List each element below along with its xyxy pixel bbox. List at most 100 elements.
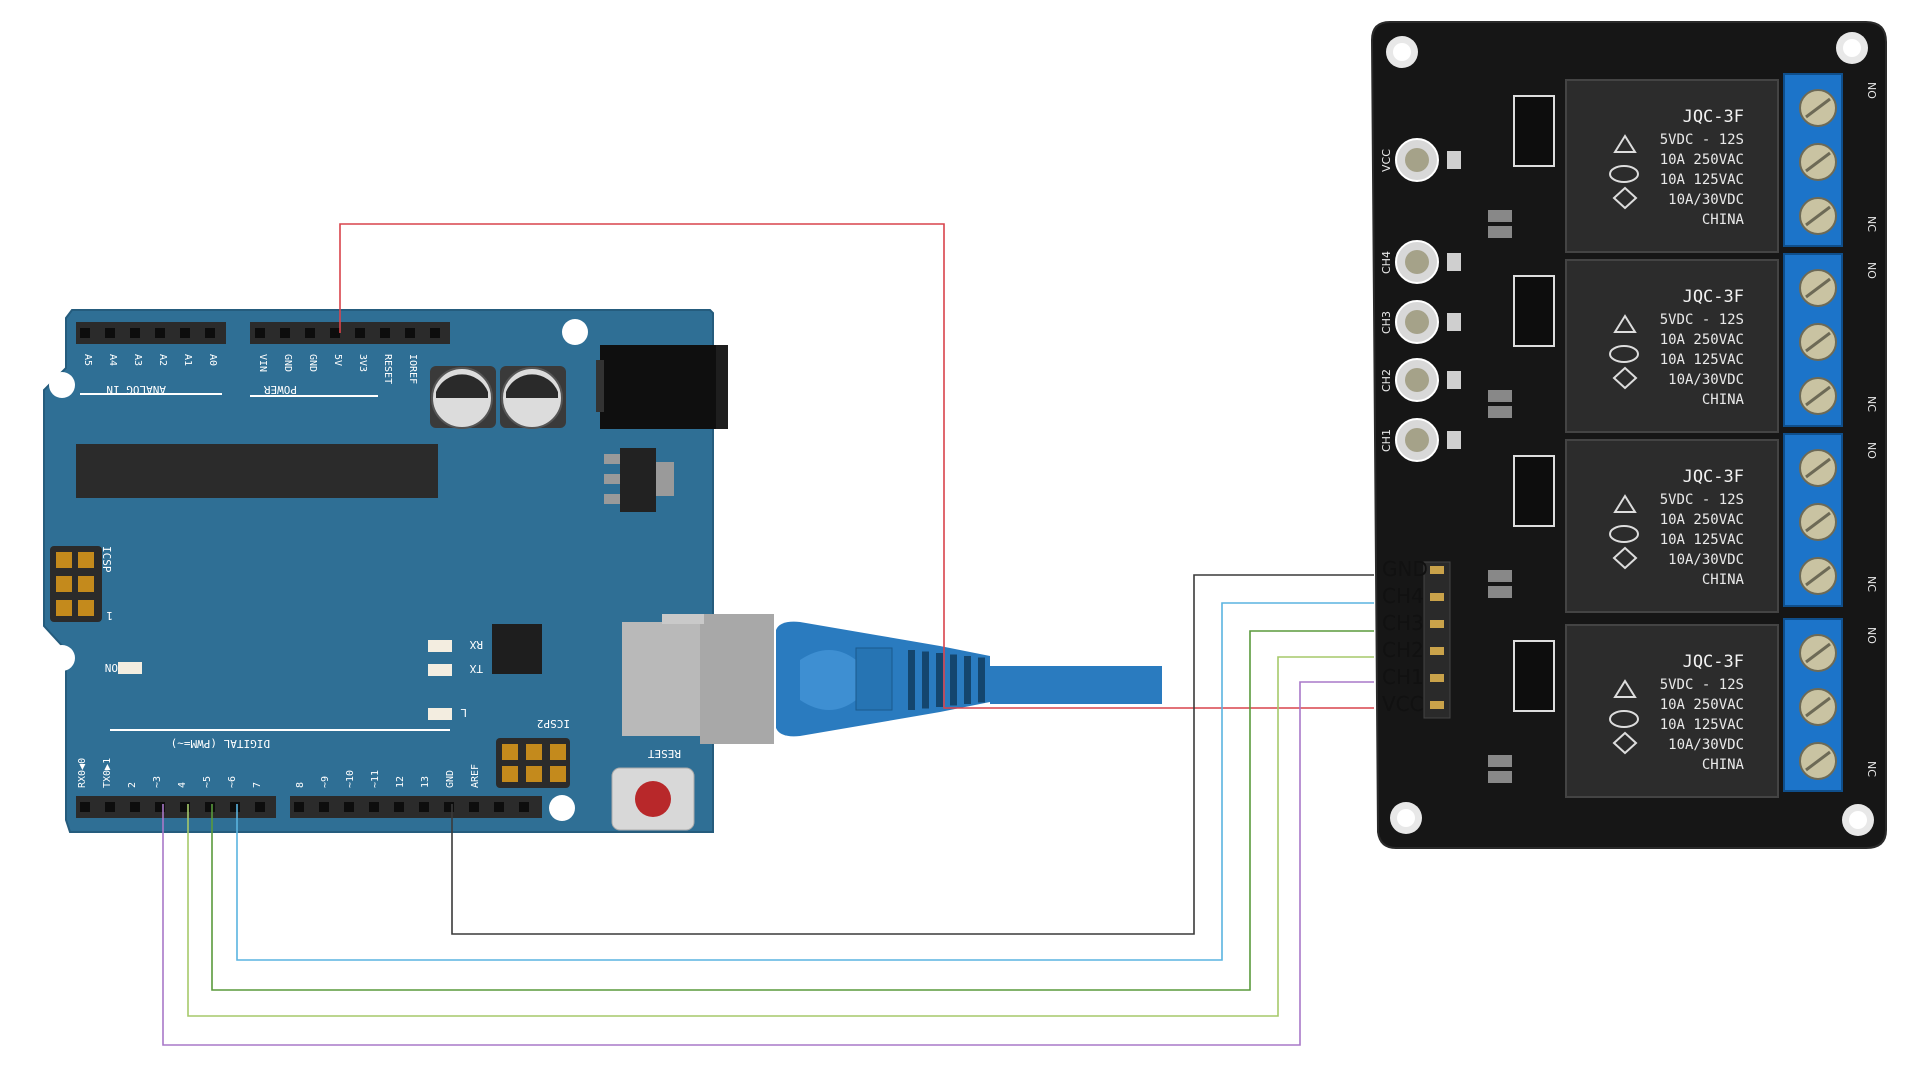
terminal-label: NC bbox=[1865, 216, 1878, 232]
header-pin bbox=[155, 802, 165, 812]
relay-spec: CHINA bbox=[1702, 572, 1745, 588]
diode bbox=[1513, 95, 1555, 167]
header-pin bbox=[469, 802, 479, 812]
relay-spec: 10A 250VAC bbox=[1660, 332, 1744, 348]
tx-led bbox=[428, 664, 452, 676]
relay-spec: 10A 125VAC bbox=[1660, 532, 1744, 548]
header-pin bbox=[280, 328, 290, 338]
led-label: VCC bbox=[1380, 149, 1393, 172]
resistor bbox=[1488, 226, 1512, 238]
relay-spec: 5VDC - 12S bbox=[1660, 312, 1744, 328]
pin-label: A4 bbox=[107, 354, 118, 366]
icsp-label: ICSP bbox=[100, 546, 113, 573]
header-pin bbox=[380, 328, 390, 338]
cert-icon bbox=[1612, 546, 1638, 570]
relay-spec: CHINA bbox=[1702, 212, 1745, 228]
pin-label: VIN bbox=[257, 354, 268, 372]
relay-spec: CHINA bbox=[1702, 392, 1745, 408]
relay-spec: 10A/30VDC bbox=[1668, 737, 1744, 753]
header-pin bbox=[344, 802, 354, 812]
cert-icon bbox=[1609, 345, 1639, 363]
resistor bbox=[1488, 586, 1512, 598]
terminal-label: NC bbox=[1865, 576, 1878, 592]
header-pin bbox=[430, 328, 440, 338]
resistor bbox=[1488, 771, 1512, 783]
header-pin bbox=[419, 802, 429, 812]
l-label: L bbox=[460, 706, 467, 719]
header-pin bbox=[294, 802, 304, 812]
pin-label: A5 bbox=[82, 354, 93, 366]
relay-brand: JQC-3F bbox=[1683, 107, 1744, 127]
resistor bbox=[1488, 390, 1512, 402]
relay-spec: 10A 125VAC bbox=[1660, 172, 1744, 188]
pin-label: 8 bbox=[295, 782, 306, 788]
usb-cable bbox=[622, 614, 1162, 744]
tx-label: TX bbox=[469, 662, 483, 675]
digital-header-left bbox=[76, 796, 276, 818]
cert-icon bbox=[1609, 525, 1639, 543]
terminal-label: NO bbox=[1865, 82, 1878, 99]
header-pin bbox=[205, 328, 215, 338]
header-pin-label: CH3 bbox=[1382, 611, 1424, 635]
warning-icon bbox=[1613, 679, 1637, 698]
relay-spec: 5VDC - 12S bbox=[1660, 677, 1744, 693]
diode bbox=[1513, 640, 1555, 712]
pin-label: 7 bbox=[252, 782, 263, 788]
wire bbox=[451, 574, 1374, 935]
icsp-header bbox=[50, 546, 102, 622]
pin-label: A2 bbox=[157, 354, 168, 366]
pin-label: AREF bbox=[470, 764, 481, 788]
mounting-hole bbox=[562, 319, 588, 345]
diode bbox=[1513, 455, 1555, 527]
pin-label: 4 bbox=[177, 782, 188, 788]
terminal-label: NO bbox=[1865, 627, 1878, 644]
header-pin-label: CH4 bbox=[1382, 584, 1424, 608]
terminal-label: NO bbox=[1865, 442, 1878, 459]
pin-label: TX0▶1 bbox=[102, 758, 113, 788]
diode bbox=[1513, 275, 1555, 347]
header-pin bbox=[319, 802, 329, 812]
arduino-pcb bbox=[43, 309, 714, 833]
wire bbox=[187, 656, 1374, 1017]
cert-icon bbox=[1609, 710, 1639, 728]
led-label: CH1 bbox=[1380, 429, 1393, 452]
relay-module: JQC-3F 5VDC - 12S 10A 250VAC 10A 125VAC 10A/… bbox=[1370, 21, 1887, 849]
pin-label: 12 bbox=[395, 776, 406, 788]
relay-spec: 10A 250VAC bbox=[1660, 697, 1744, 713]
pin-label: 3V3 bbox=[357, 354, 368, 372]
cert-icon bbox=[1612, 186, 1638, 210]
header-pin bbox=[180, 328, 190, 338]
header-pin bbox=[494, 802, 504, 812]
capacitor bbox=[430, 366, 496, 429]
header-pin bbox=[180, 802, 190, 812]
screw-terminal bbox=[1783, 433, 1843, 607]
mounting-hole bbox=[549, 795, 575, 821]
resistor bbox=[1488, 755, 1512, 767]
led-resistor bbox=[1447, 313, 1461, 331]
pin-label: ~11 bbox=[370, 770, 381, 788]
header-pin bbox=[444, 802, 454, 812]
analog-in-title: ANALOG IN bbox=[106, 383, 166, 396]
header-pin bbox=[155, 328, 165, 338]
reset-label: RESET bbox=[648, 747, 681, 760]
pin-label: ~6 bbox=[227, 776, 238, 788]
relay-spec: 10A/30VDC bbox=[1668, 192, 1744, 208]
led-resistor bbox=[1447, 431, 1461, 449]
power-title: POWER bbox=[264, 383, 297, 396]
pin-label: 2 bbox=[127, 782, 138, 788]
on-label: ON bbox=[105, 661, 118, 674]
relay-spec: 10A 250VAC bbox=[1660, 512, 1744, 528]
header-pin bbox=[305, 328, 315, 338]
relay-spec: 5VDC - 12S bbox=[1660, 132, 1744, 148]
header-pin bbox=[205, 802, 215, 812]
wire bbox=[211, 630, 1374, 991]
pin-label: RX0◀0 bbox=[77, 758, 88, 788]
relay-spec: 10A/30VDC bbox=[1668, 372, 1744, 388]
pin-label: A3 bbox=[132, 354, 143, 366]
header-pins bbox=[80, 802, 529, 812]
